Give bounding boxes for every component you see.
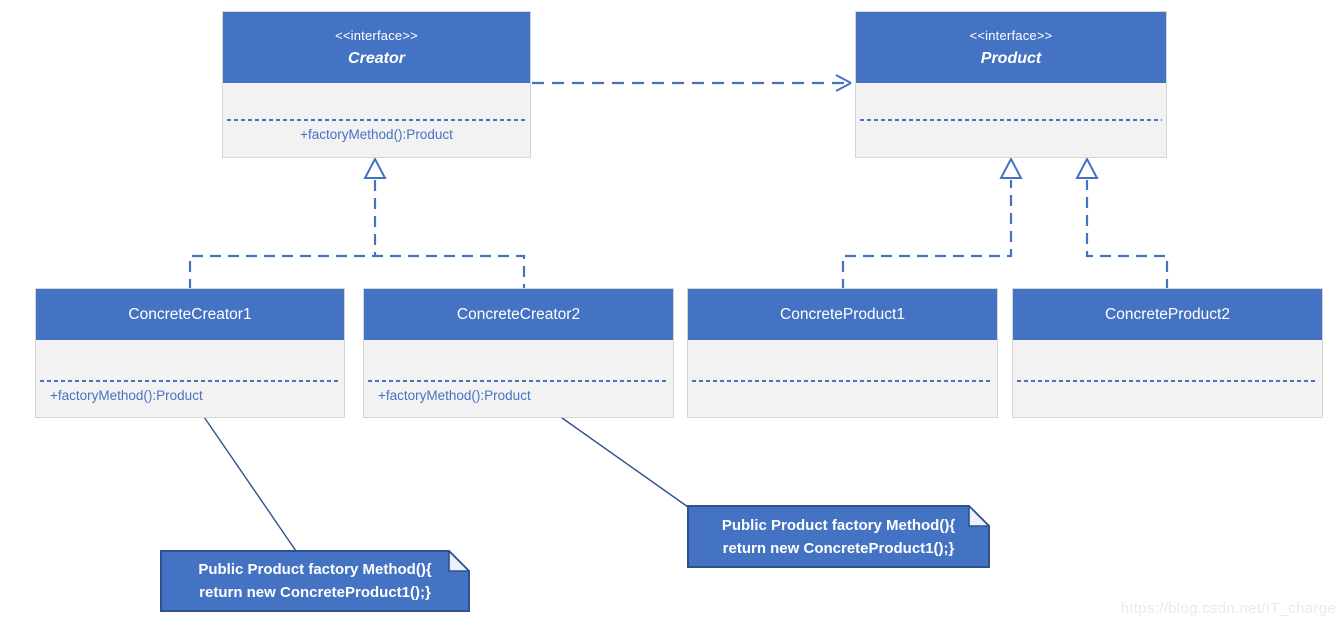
realization-creators-to-creator bbox=[188, 156, 526, 290]
note-folded-corner-icon bbox=[968, 505, 990, 527]
note-line-1: Public Product factory Method(){ bbox=[198, 561, 432, 578]
realization-product2-to-product bbox=[1075, 156, 1169, 290]
class-name: Creator bbox=[348, 49, 405, 67]
note-line-1: Public Product factory Method(){ bbox=[721, 516, 956, 534]
attribute-method-divider bbox=[860, 119, 1162, 121]
class-box-product: <<interface>> Product bbox=[855, 11, 1167, 158]
method-label: +factoryMethod():Product bbox=[50, 388, 203, 403]
note-text: Public Product factory Method(){ return … bbox=[687, 505, 990, 568]
class-box-concrete-product-1: ConcreteProduct1 bbox=[687, 288, 998, 418]
watermark-url: https://blog.csdn.net/IT_charge bbox=[1120, 600, 1336, 617]
stereotype-label: <<interface>> bbox=[969, 27, 1053, 43]
attribute-method-divider bbox=[40, 380, 340, 382]
note-leader-line-2 bbox=[554, 412, 689, 508]
class-body bbox=[1013, 340, 1322, 417]
class-box-concrete-product-2: ConcreteProduct2 bbox=[1012, 288, 1323, 418]
note-text: Public Product factory Method(){ return … bbox=[160, 550, 470, 612]
class-header: ConcreteProduct1 bbox=[688, 289, 997, 340]
method-label: +factoryMethod():Product bbox=[378, 388, 531, 403]
note-line-2: return new ConcreteProduct1();} bbox=[722, 539, 955, 557]
attribute-method-divider bbox=[368, 380, 669, 382]
class-header: <<interface>> Product bbox=[856, 12, 1166, 83]
class-name: ConcreteProduct2 bbox=[1105, 305, 1230, 323]
code-note-concrete-creator-1: Public Product factory Method(){ return … bbox=[160, 550, 470, 612]
note-shape bbox=[160, 550, 470, 612]
realization-product1-to-product bbox=[841, 156, 1023, 290]
class-body: +factoryMethod():Product bbox=[36, 340, 344, 417]
note-leader-line-1 bbox=[201, 413, 297, 552]
class-header: ConcreteCreator2 bbox=[364, 289, 673, 340]
class-body bbox=[856, 83, 1166, 157]
class-box-creator: <<interface>> Creator +factoryMethod():P… bbox=[222, 11, 531, 158]
note-shape bbox=[687, 505, 990, 568]
method-label: +factoryMethod():Product bbox=[300, 127, 453, 142]
class-body bbox=[688, 340, 997, 417]
dependency-arrow-creator-to-product bbox=[532, 74, 852, 92]
class-header: <<interface>> Creator bbox=[223, 12, 530, 83]
attribute-method-divider bbox=[1017, 380, 1318, 382]
class-header: ConcreteCreator1 bbox=[36, 289, 344, 340]
note-line-2: return new ConcreteProduct1();} bbox=[199, 584, 431, 601]
class-name: ConcreteProduct1 bbox=[780, 305, 905, 323]
class-name: ConcreteCreator2 bbox=[456, 305, 581, 323]
class-name: ConcreteCreator1 bbox=[128, 305, 252, 323]
class-body: +factoryMethod():Product bbox=[223, 83, 530, 157]
class-name: Product bbox=[980, 49, 1042, 67]
attribute-method-divider bbox=[692, 380, 993, 382]
code-note-concrete-creator-2: Public Product factory Method(){ return … bbox=[687, 505, 990, 568]
note-folded-corner-icon bbox=[448, 550, 470, 572]
class-box-concrete-creator-2: ConcreteCreator2 +factoryMethod():Produc… bbox=[363, 288, 674, 418]
stereotype-label: <<interface>> bbox=[335, 27, 418, 43]
class-body: +factoryMethod():Product bbox=[364, 340, 673, 417]
attribute-method-divider bbox=[227, 119, 526, 121]
class-box-concrete-creator-1: ConcreteCreator1 +factoryMethod():Produc… bbox=[35, 288, 345, 418]
class-header: ConcreteProduct2 bbox=[1013, 289, 1322, 340]
